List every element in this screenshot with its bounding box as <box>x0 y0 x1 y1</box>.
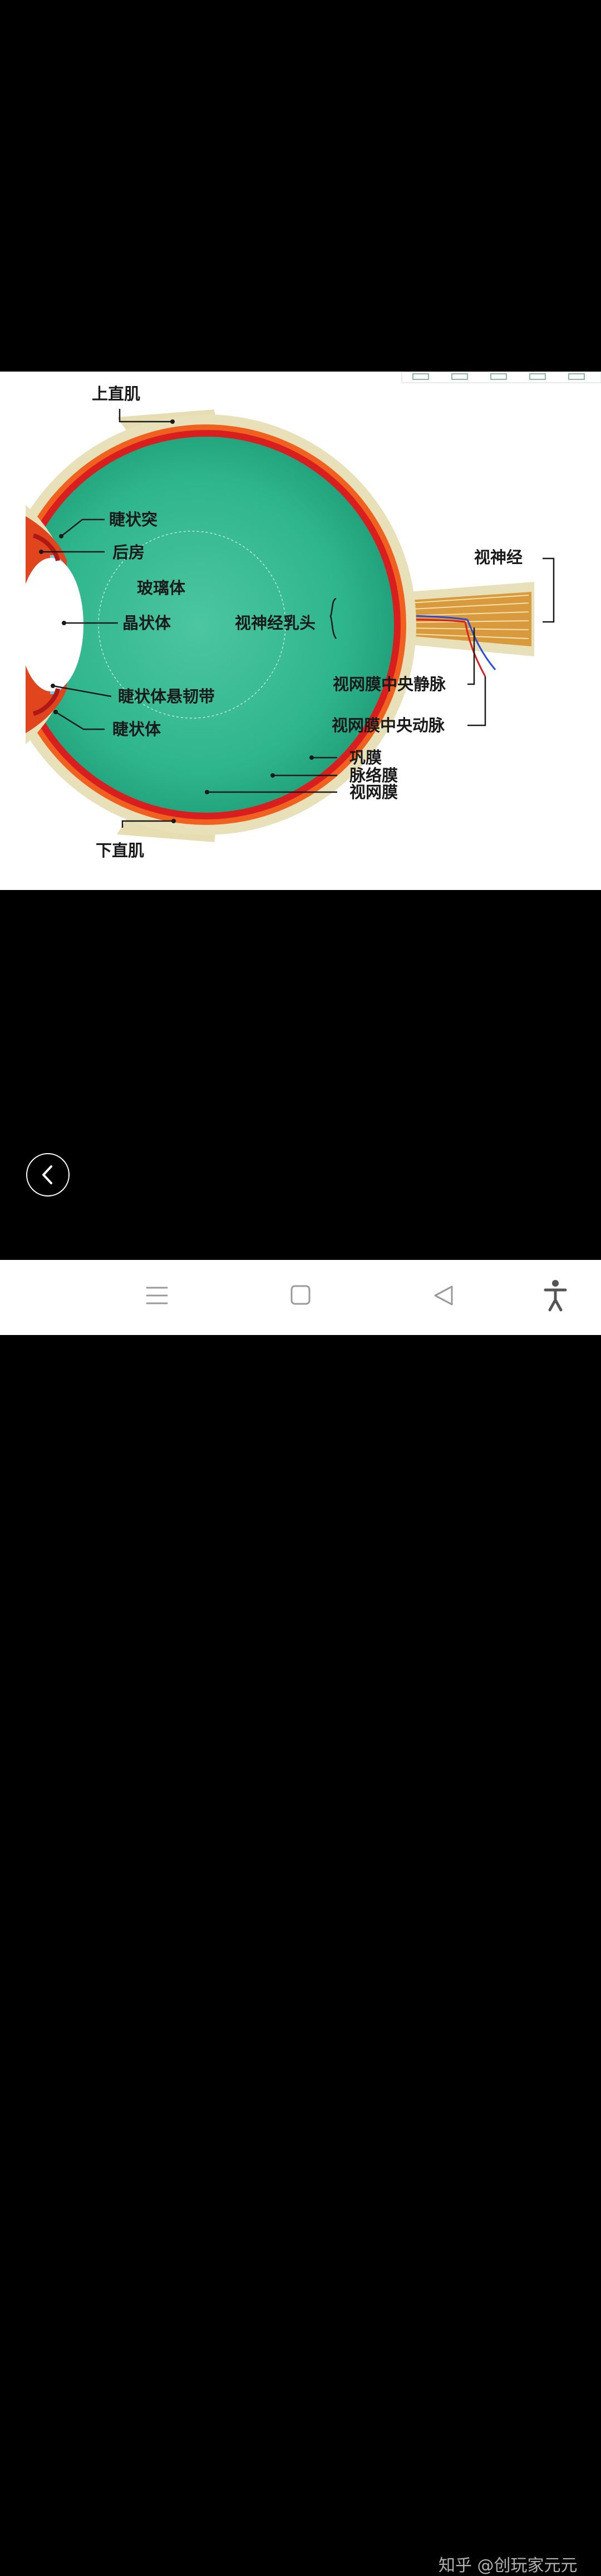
label-inferior-rectus: 下直肌 <box>96 841 144 860</box>
accessibility-button[interactable] <box>533 1277 578 1316</box>
nav-back-button[interactable] <box>422 1277 466 1316</box>
chevron-left-icon <box>42 1165 52 1184</box>
watermark-text: 知乎 @创玩家元元 <box>439 2556 578 2575</box>
label-ciliary-body: 睫状体 <box>112 720 161 739</box>
triangle-back-icon <box>434 1285 453 1306</box>
thumbnail-strip <box>401 372 601 383</box>
label-central-retinal-artery: 视网膜中央动脉 <box>332 716 445 735</box>
leader-lines <box>39 409 555 828</box>
label-lens: 晶状体 <box>122 614 171 632</box>
label-choroid: 脉络膜 <box>349 766 398 785</box>
home-button[interactable] <box>278 1277 323 1316</box>
image-viewer: 上直肌 睫状突 后房 玻璃体 晶状体 视神经乳头 视神经 睫状体悬韧带 视网膜中… <box>0 0 601 1260</box>
vitreous-body <box>26 437 394 813</box>
home-square-icon <box>290 1285 311 1305</box>
label-retina: 视网膜 <box>349 783 398 802</box>
label-sclera: 巩膜 <box>349 748 382 767</box>
accessibility-icon <box>544 1280 567 1312</box>
label-ciliary-process: 睫状突 <box>109 510 157 529</box>
menu-button[interactable] <box>135 1277 179 1316</box>
system-navigation-bar: 知乎 @创玩家元元 <box>0 1260 601 2575</box>
label-central-retinal-vein: 视网膜中央静脉 <box>333 675 446 694</box>
eye-anatomy-diagram[interactable]: 上直肌 睫状突 后房 玻璃体 晶状体 视神经乳头 视神经 睫状体悬韧带 视网膜中… <box>0 372 601 890</box>
label-superior-rectus: 上直肌 <box>92 384 140 403</box>
label-zonular-fibers: 睫状体悬韧带 <box>118 687 215 706</box>
label-posterior-chamber: 后房 <box>112 543 145 562</box>
label-optic-nerve: 视神经 <box>474 548 523 567</box>
back-button[interactable] <box>26 1153 70 1196</box>
label-vitreous-body: 玻璃体 <box>137 579 186 597</box>
lens <box>26 558 83 691</box>
label-optic-disc: 视神经乳头 <box>235 614 316 632</box>
menu-icon <box>146 1287 168 1304</box>
